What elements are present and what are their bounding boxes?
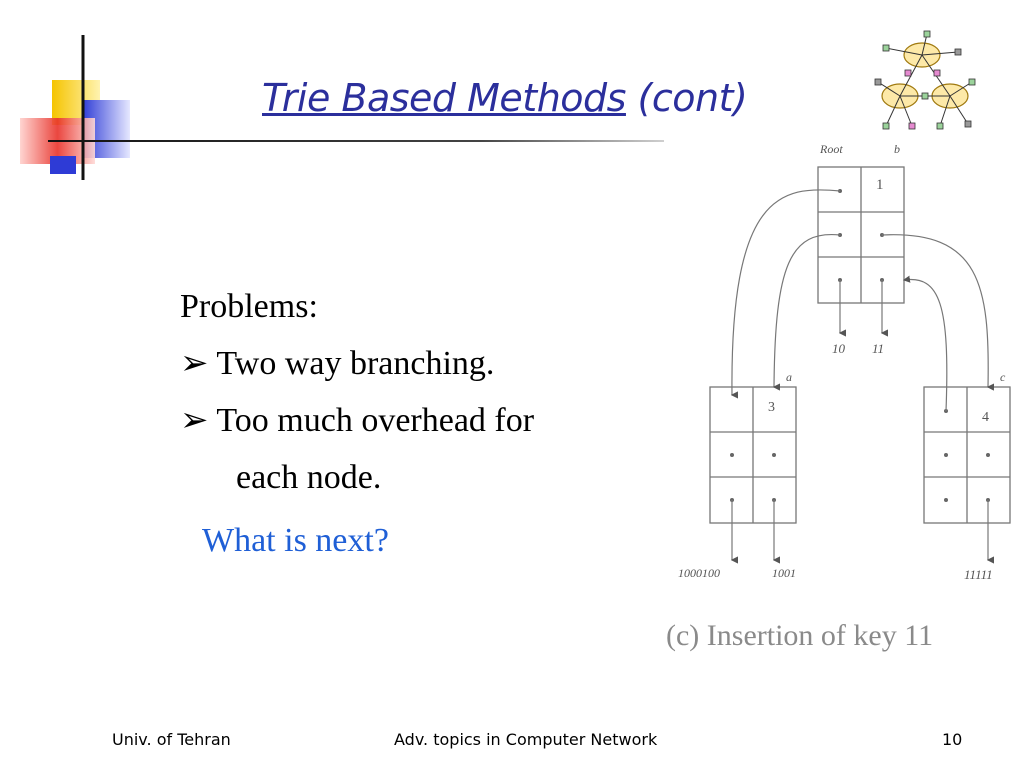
bullet-item: ➢ Too much overhead for bbox=[180, 392, 700, 449]
right-letter: c bbox=[1000, 370, 1006, 384]
footer-center: Adv. topics in Computer Network bbox=[394, 730, 658, 749]
left-letter: a bbox=[786, 370, 792, 384]
root-letter: b bbox=[894, 142, 900, 156]
problems-heading: Problems: bbox=[180, 288, 318, 325]
left-leaf-right: 1001 bbox=[772, 566, 796, 580]
arrow-bullet-icon: ➢ bbox=[180, 345, 209, 382]
bullet-continuation: each node. bbox=[236, 459, 382, 496]
bullet-text: Too much overhead for bbox=[216, 402, 535, 439]
root-leaf-left: 10 bbox=[832, 341, 846, 356]
right-number: 4 bbox=[982, 410, 989, 425]
bullet-item: ➢ Two way branching. bbox=[180, 335, 700, 392]
title-suffix: (cont) bbox=[625, 76, 748, 120]
trie-diagram: Root b a c 10 11 1000100 1001 11111 1 3 … bbox=[666, 142, 1011, 652]
root-label: Root bbox=[819, 142, 843, 156]
title-underline-rule bbox=[48, 140, 664, 142]
network-cloud-icon bbox=[874, 30, 976, 130]
next-question: What is next? bbox=[202, 522, 389, 559]
footer-left: Univ. of Tehran bbox=[112, 730, 231, 749]
root-number: 1 bbox=[876, 177, 884, 193]
bullet-text: Two way branching. bbox=[216, 345, 495, 382]
page-number: 10 bbox=[942, 730, 963, 749]
title-link[interactable]: Trie Based Methods bbox=[262, 76, 626, 120]
left-leaf-left: 1000100 bbox=[678, 566, 720, 580]
slide-title: Trie Based Methods (cont) bbox=[262, 76, 882, 136]
corner-decoration bbox=[20, 35, 130, 180]
left-number: 3 bbox=[768, 400, 775, 415]
arrow-bullet-icon: ➢ bbox=[180, 402, 209, 439]
figure-caption: (c) Insertion of key 11 bbox=[666, 619, 933, 652]
root-leaf-right: 11 bbox=[872, 341, 884, 356]
problems-list: Problems: ➢ Two way branching. ➢ Too muc… bbox=[180, 278, 700, 506]
right-leaf: 11111 bbox=[964, 567, 993, 582]
